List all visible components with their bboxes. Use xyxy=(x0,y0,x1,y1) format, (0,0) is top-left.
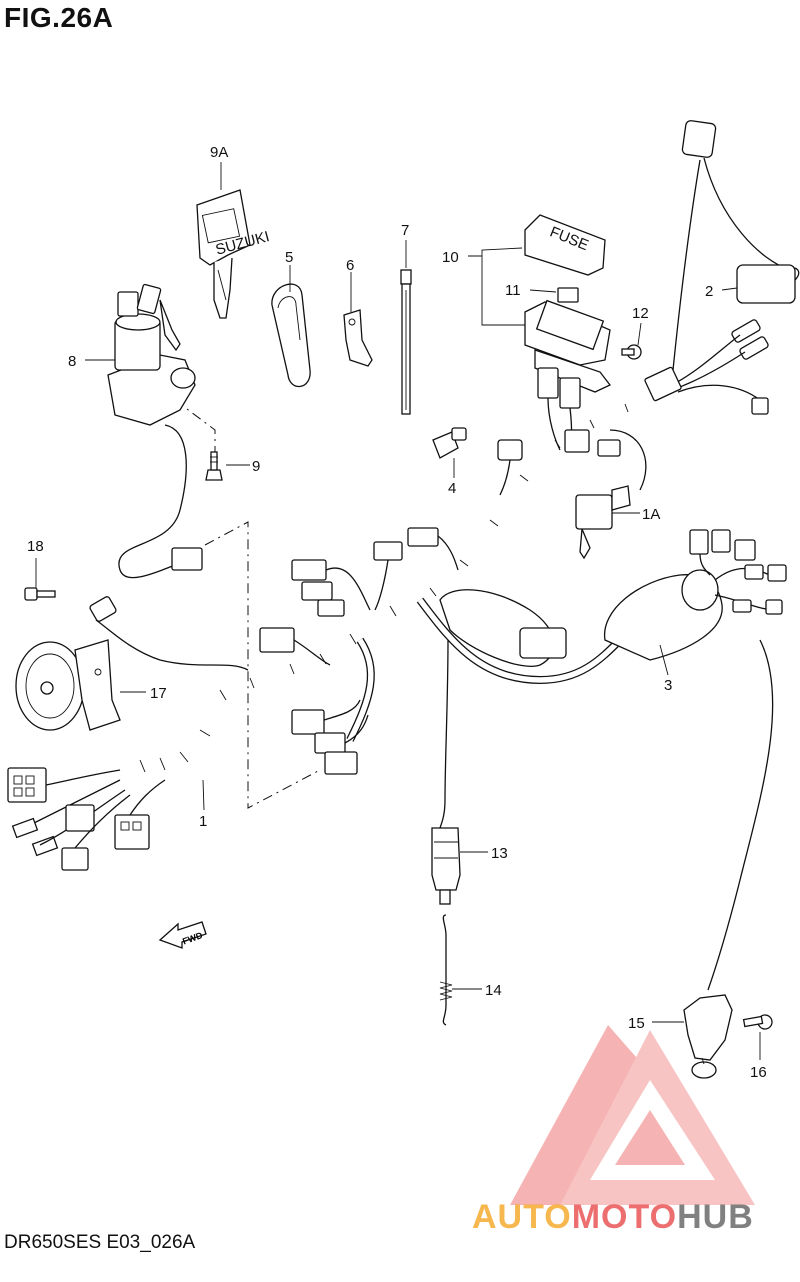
callout-3: 3 xyxy=(664,677,672,694)
left-harness-connectors xyxy=(7,767,166,871)
part-6-bracket xyxy=(343,309,373,367)
ignition-connector xyxy=(171,547,203,571)
callout-leaders xyxy=(35,162,761,1060)
part-14-spring xyxy=(439,914,453,1026)
watermark-moto-part: MOTO xyxy=(572,1198,677,1236)
watermark-hub-part: HUB xyxy=(677,1198,754,1236)
coil-connectors xyxy=(689,529,756,576)
callout-8: 8 xyxy=(68,353,76,370)
callout-13: 13 xyxy=(491,845,508,862)
watermark-auto: AUTOMOTOHUB xyxy=(472,1198,754,1236)
ignition-switch xyxy=(107,283,196,579)
callout-4: 4 xyxy=(448,480,456,497)
screw-16 xyxy=(742,1014,773,1030)
part-5-cover xyxy=(271,283,311,388)
automotohub-logo-icon xyxy=(510,1025,755,1205)
wiring-harness xyxy=(118,387,662,774)
screw-18 xyxy=(24,587,56,601)
callout-12: 12 xyxy=(632,305,649,322)
part-4-cap xyxy=(432,427,467,459)
callout-1: 1 xyxy=(199,813,207,830)
callout-18: 18 xyxy=(27,538,44,555)
callout-11: 11 xyxy=(505,282,521,299)
horn xyxy=(15,596,249,731)
part-7-clamp xyxy=(400,269,412,415)
screw-12 xyxy=(621,344,642,360)
fwd-arrow-icon xyxy=(158,921,207,949)
part-1a-relay xyxy=(575,429,647,560)
harness-connectors-center xyxy=(259,527,459,775)
screw-9 xyxy=(205,451,223,481)
callout-10: 10 xyxy=(442,249,459,266)
callout-1a: 1A xyxy=(642,506,660,523)
callout-5: 5 xyxy=(285,249,293,266)
watermark-auto-part: AUTO xyxy=(472,1198,572,1236)
figure-title: FIG.26A xyxy=(4,2,114,33)
part-15-switch xyxy=(683,639,774,1079)
callout-15: 15 xyxy=(628,1015,645,1032)
callout-2: 2 xyxy=(705,283,713,300)
ignition-coil xyxy=(604,564,787,661)
ignition-key xyxy=(196,189,251,319)
regulator-coil xyxy=(439,589,567,667)
part-2-relay xyxy=(671,120,800,381)
callout-16: 16 xyxy=(750,1064,767,1081)
part-13-switch xyxy=(431,639,461,905)
callout-6: 6 xyxy=(346,257,354,274)
fuse-box xyxy=(524,214,612,451)
right-plugs xyxy=(644,319,769,415)
callout-17: 17 xyxy=(150,685,167,702)
callout-9a: 9A xyxy=(210,144,228,161)
upper-connectors xyxy=(497,429,590,496)
callout-14: 14 xyxy=(485,982,502,999)
figure-code: DR650SES E03_026A xyxy=(4,1232,196,1253)
callout-7: 7 xyxy=(401,222,409,239)
callout-9: 9 xyxy=(252,458,260,475)
